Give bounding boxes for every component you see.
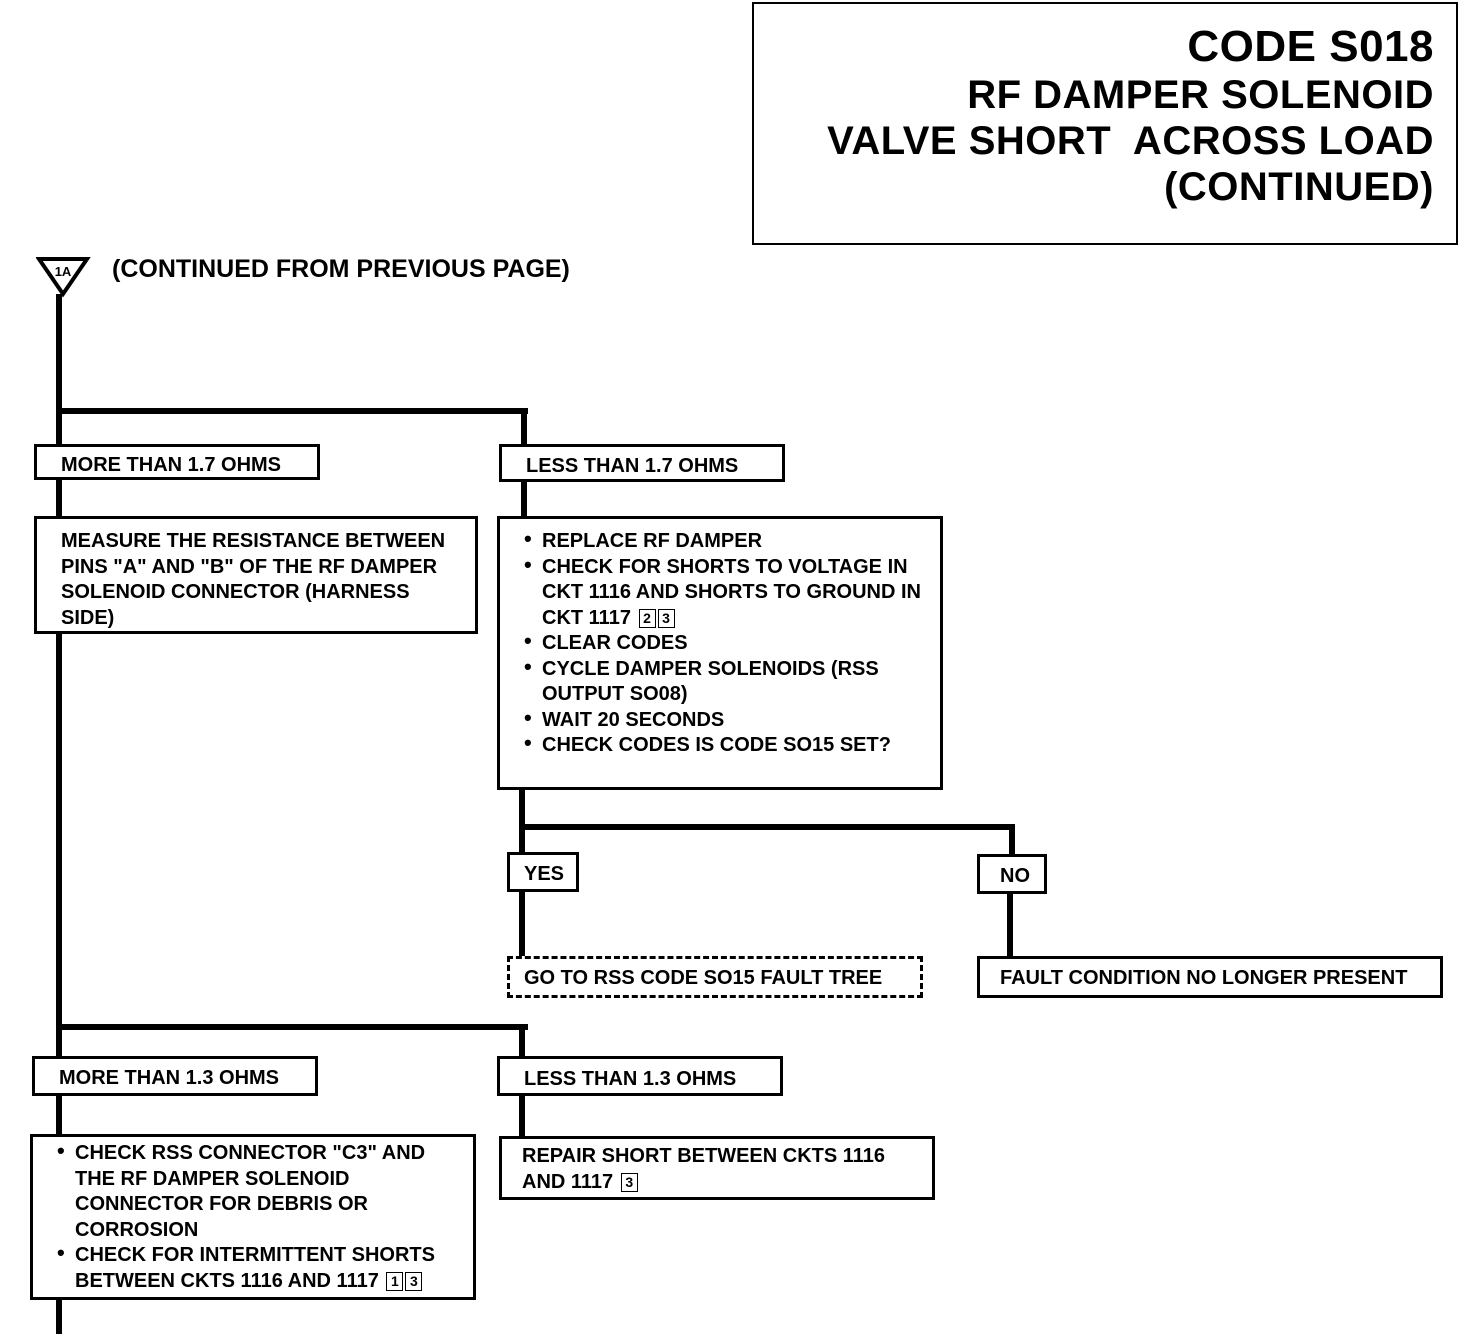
damper-step-text: CHECK CODES IS CODE SO15 SET? (542, 734, 891, 756)
branch1-right-drop (521, 408, 527, 453)
connector-check-step-text: CHECK RSS CONNECTOR "C3" AND THE RF DAMP… (75, 1142, 426, 1241)
steps-list: REPLACE RF DAMPER CHECK FOR SHORTS TO VOL… (524, 526, 932, 759)
yes-label: YES (507, 852, 579, 892)
branch1-horizontal (56, 408, 528, 414)
trunk-line (56, 294, 62, 1334)
connector-check-step: CHECK FOR INTERMITTENT SHORTS BETWEEN CK… (57, 1240, 465, 1294)
reference-note-icon: 1 (386, 1271, 404, 1291)
label-more-than-1-3: MORE THAN 1.3 OHMS (32, 1056, 318, 1096)
damper-step: CHECK CODES IS CODE SO15 SET? (524, 730, 932, 759)
left-steps-list: CHECK RSS CONNECTOR "C3" AND THE RF DAMP… (57, 1138, 465, 1294)
branch2-right-drop (519, 1024, 525, 1058)
check-connectors-box: CHECK RSS CONNECTOR "C3" AND THE RF DAMP… (30, 1134, 476, 1300)
go-to-so15-box: GO TO RSS CODE SO15 FAULT TREE (507, 956, 923, 998)
connector-symbol: 1A (55, 264, 72, 279)
yes-drop (519, 824, 525, 856)
continued-text: (CONTINUED FROM PREVIOUS PAGE) (112, 255, 570, 283)
damper-step: CLEAR CODES (524, 628, 932, 657)
fault-cleared-box: FAULT CONDITION NO LONGER PRESENT (977, 956, 1443, 998)
reference-note-icon: 3 (657, 608, 675, 628)
damper-step: WAIT 20 SECONDS (524, 705, 932, 734)
connector-check-step-text: CHECK FOR INTERMITTENT SHORTS BETWEEN CK… (75, 1244, 435, 1292)
measure-resistance-box: MEASURE THE RESISTANCE BETWEEN PINS "A" … (34, 516, 478, 634)
title-box: CODE S018 RF DAMPER SOLENOID VALVE SHORT… (752, 2, 1458, 245)
branch2-horizontal (56, 1024, 528, 1030)
reference-note-icon: 3 (405, 1271, 423, 1291)
repair-short-text: REPAIR SHORT BETWEEN CKTS 1116 AND 1117 (522, 1145, 886, 1193)
title-line-3: VALVE SHORT ACROSS LOAD (827, 119, 1434, 163)
title-line-4: (CONTINUED) (1164, 165, 1434, 209)
no-label: NO (977, 854, 1047, 894)
label-less-than-1-3: LESS THAN 1.3 OHMS (497, 1056, 783, 1096)
no-drop (1009, 824, 1015, 856)
yes-no-horizontal (519, 824, 1015, 830)
repair-refs: 3 (619, 1171, 638, 1193)
code-title: CODE S018 (1187, 22, 1434, 71)
damper-step-text: CYCLE DAMPER SOLENOIDS (RSS OUTPUT SO08) (542, 657, 879, 706)
damper-step-text: CLEAR CODES (542, 632, 688, 654)
damper-step: REPLACE RF DAMPER (524, 526, 932, 555)
reference-note-icon: 3 (620, 1172, 638, 1192)
label-more-than-1-7: MORE THAN 1.7 OHMS (34, 444, 320, 480)
title-line-2: RF DAMPER SOLENOID (967, 73, 1434, 117)
connector-check-step: CHECK RSS CONNECTOR "C3" AND THE RF DAMP… (57, 1138, 465, 1243)
label-less-than-1-7: LESS THAN 1.7 OHMS (499, 444, 785, 482)
branch1-right-to-steps (521, 478, 527, 520)
yes-to-result (519, 890, 525, 958)
damper-step-text: WAIT 20 SECONDS (542, 708, 725, 731)
replace-damper-steps-box: REPLACE RF DAMPER CHECK FOR SHORTS TO VOL… (497, 516, 943, 790)
branch2-right-to-repair (519, 1092, 525, 1140)
damper-step-text: REPLACE RF DAMPER (542, 530, 763, 552)
off-page-connector-icon: 1A (36, 257, 91, 298)
yes-no-stem (519, 788, 525, 830)
damper-step: CYCLE DAMPER SOLENOIDS (RSS OUTPUT SO08) (524, 654, 932, 708)
damper-step-text: CHECK FOR SHORTS TO VOLTAGE IN CKT 1116 … (542, 555, 921, 629)
reference-note-icon: 2 (638, 608, 656, 628)
repair-short-box: REPAIR SHORT BETWEEN CKTS 1116 AND 1117 … (499, 1136, 935, 1200)
no-to-result (1007, 892, 1013, 958)
damper-step: CHECK FOR SHORTS TO VOLTAGE IN CKT 1116 … (524, 552, 932, 632)
